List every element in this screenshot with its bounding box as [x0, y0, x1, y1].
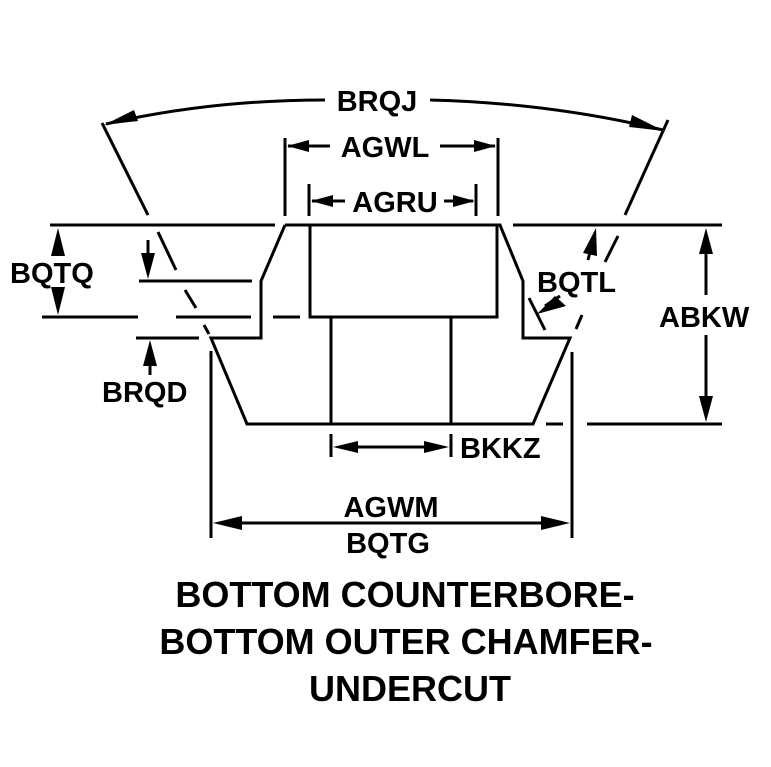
brqj-ext-left-upper: [100, 122, 150, 216]
bkkz-label: BKKZ: [460, 433, 541, 465]
chamfer-ext-left-c: [202, 324, 211, 335]
agwm-arrow-right: [541, 516, 570, 530]
brqd-label: BRQD: [102, 377, 187, 409]
outer-profile-line: [208, 223, 573, 426]
counterbore-outline: [308, 225, 499, 319]
agwl-label: AGWL: [341, 132, 430, 164]
abkw-arrow-down: [699, 396, 713, 422]
bqtl-label: BQTL: [537, 267, 616, 299]
bqtl-dimension: BQTL: [537, 228, 616, 314]
bkkz-arrow-right: [424, 441, 449, 453]
agwl-dimension: AGWL: [287, 132, 496, 164]
title-line-2: BOTTOM OUTER CHAMFER-: [159, 621, 652, 662]
brqj-label: BRQJ: [337, 86, 418, 118]
agru-label: AGRU: [352, 187, 437, 219]
bkkz-dimension: BKKZ: [333, 433, 541, 465]
chamfer-ext-left-a: [156, 231, 178, 271]
agru-arrow-left: [311, 195, 333, 207]
diagram-title: BOTTOM COUNTERBORE- BOTTOM OUTER CHAMFER…: [159, 574, 652, 709]
abkw-dimension: ABKW: [659, 228, 750, 422]
agwm-label: AGWM: [343, 492, 438, 524]
chamfer-ext-right-b: [574, 314, 584, 330]
agwl-arrow-left: [287, 140, 309, 152]
brqd-arrow-head: [143, 340, 157, 366]
agwm-arrow-left: [213, 516, 242, 530]
step-arrow: [141, 240, 155, 279]
brqj-ext-right-upper: [623, 119, 670, 216]
bqtq-arrow-up: [51, 228, 65, 256]
agwl-arrow-right: [474, 140, 496, 152]
abkw-label: ABKW: [659, 302, 750, 334]
bqtl-arrow-left-head: [537, 296, 566, 314]
brqj-arc-right: [429, 98, 664, 132]
agwm-bqtg-dimension: AGWM BQTG: [213, 492, 570, 560]
chamfer-ext-right-a: [603, 235, 620, 263]
bqtq-dimension: BQTQ: [10, 228, 94, 315]
agru-dimension: AGRU: [311, 187, 475, 219]
title-line-3: UNDERCUT: [309, 668, 511, 709]
brqj-arrow-right: [629, 115, 664, 131]
brqd-dimension: BRQD: [102, 340, 187, 409]
chamfer-ext-left-b: [183, 289, 198, 309]
bqtq-arrow-down: [51, 287, 65, 315]
abkw-arrow-up: [699, 228, 713, 254]
step-arrow-head: [141, 253, 155, 279]
extension-lines: [42, 119, 722, 538]
brqj-dimension: BRQJ: [104, 86, 664, 132]
part-profile: [208, 223, 573, 426]
bqtq-label: BQTQ: [10, 258, 94, 290]
title-line-1: BOTTOM COUNTERBORE-: [175, 574, 634, 615]
agru-arrow-right: [453, 195, 475, 207]
brqj-arc-left: [105, 98, 326, 126]
brqj-arrow-left: [104, 110, 138, 125]
bkkz-arrow-left: [333, 441, 358, 453]
bqtg-label: BQTG: [346, 528, 430, 560]
bqtl-arrow-up-head: [583, 228, 597, 256]
